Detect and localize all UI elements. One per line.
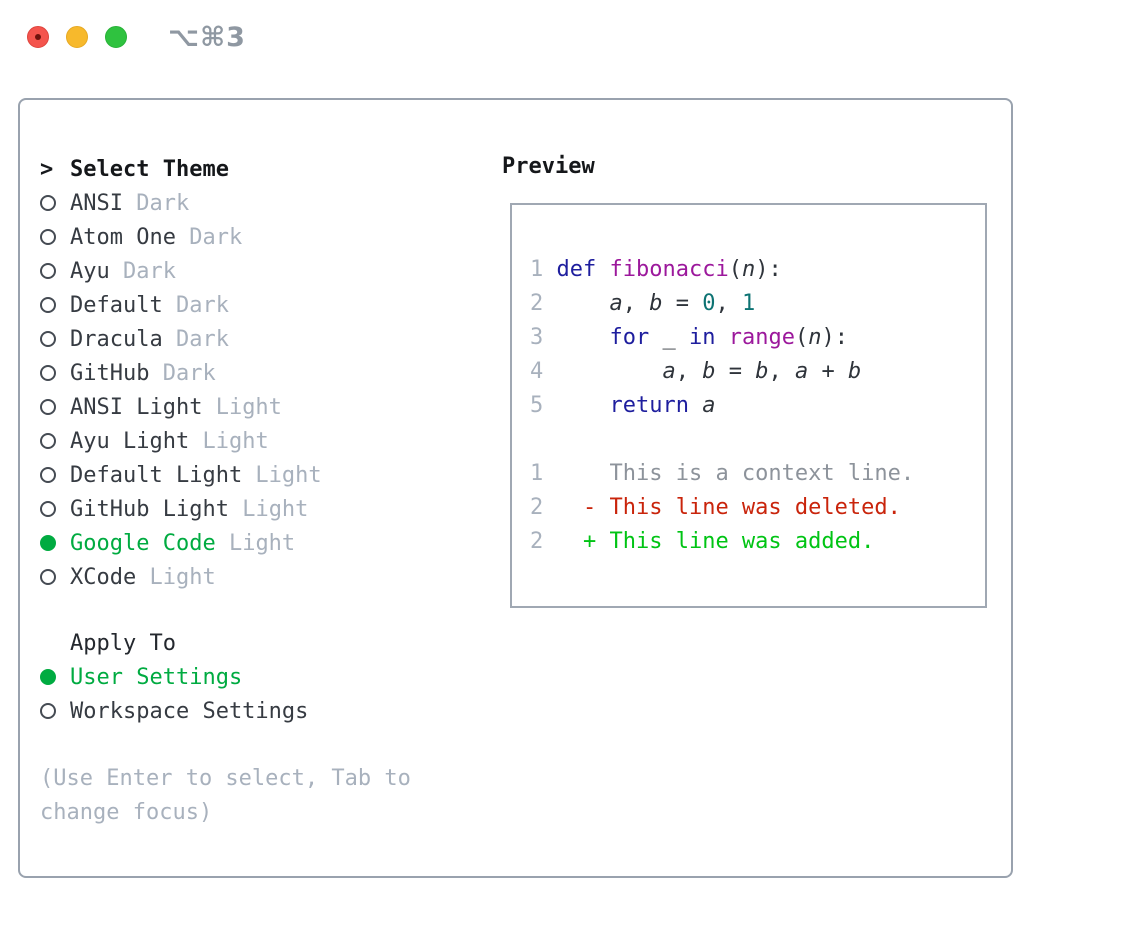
apply-to-title: Apply To: [70, 630, 176, 656]
option-variant-label: Dark: [109, 258, 176, 284]
radio-selected-icon: [40, 535, 56, 551]
preview-title: Preview: [502, 154, 595, 179]
theme-option[interactable]: Atom One Dark: [40, 220, 486, 254]
radio-icon: [40, 195, 56, 211]
theme-option[interactable]: ANSI Light Light: [40, 390, 486, 424]
preview-code-line: 5 return a: [530, 393, 716, 418]
preview-code-line: 1 def fibonacci(n):: [530, 257, 782, 282]
theme-option[interactable]: Default Dark: [40, 288, 486, 322]
preview-column: Preview 1 def fibonacci(n): 2 a, b = 0, 1…: [502, 152, 987, 608]
option-label: ANSI: [70, 190, 123, 216]
keyboard-hint-text: (Use Enter to select, Tab to change focu…: [40, 766, 411, 825]
radio-icon: [40, 467, 56, 483]
radio-icon: [40, 229, 56, 245]
option-label: GitHub: [70, 360, 150, 386]
apply-to-option[interactable]: Workspace Settings: [40, 694, 486, 728]
radio-icon: [40, 703, 56, 719]
radio-icon: [40, 433, 56, 449]
select-theme-title: Select Theme: [70, 156, 229, 182]
option-label: Ayu: [70, 258, 110, 284]
spacer: [40, 594, 486, 626]
apply-to-header-row: Apply To: [40, 626, 486, 660]
radio-icon: [40, 297, 56, 313]
option-variant-label: Light: [136, 564, 216, 590]
option-label: Default Light: [70, 462, 243, 488]
option-label: Default: [70, 292, 163, 318]
theme-option[interactable]: Ayu Light Light: [40, 424, 486, 458]
preview-code-line: 3 for _ in range(n):: [530, 325, 848, 350]
theme-option[interactable]: ANSI Dark: [40, 186, 486, 220]
option-label: XCode: [70, 564, 137, 590]
option-label: Workspace Settings: [70, 698, 309, 724]
close-button-icon[interactable]: [27, 26, 49, 48]
apply-to-option[interactable]: User Settings: [40, 660, 486, 694]
option-label: Atom One: [70, 224, 176, 250]
option-label: Google Code: [70, 530, 216, 556]
option-label: GitHub Light: [70, 496, 229, 522]
title-bar: ⌥⌘3: [0, 0, 1140, 72]
preview-code-line: 4 a, b = b, a + b: [530, 359, 862, 384]
option-variant-label: Light: [202, 394, 282, 420]
option-label: ANSI Light: [70, 394, 203, 420]
preview-code-line: 1 This is a context line.: [530, 461, 915, 486]
theme-option[interactable]: Dracula Dark: [40, 322, 486, 356]
option-variant-label: Dark: [162, 292, 229, 318]
theme-option[interactable]: XCode Light: [40, 560, 486, 594]
zoom-button-icon[interactable]: [105, 26, 127, 48]
radio-icon: [40, 569, 56, 585]
focus-prompt-icon: >: [40, 156, 54, 182]
preview-code-line: [530, 423, 985, 457]
radio-icon: [40, 263, 56, 279]
radio-icon: [40, 501, 56, 517]
theme-option[interactable]: GitHub Light Light: [40, 492, 486, 526]
option-variant-label: Light: [189, 428, 269, 454]
preview-code-line: 2 - This line was deleted.: [530, 495, 901, 520]
option-variant-label: Dark: [175, 224, 243, 250]
option-variant-label: Dark: [162, 326, 229, 352]
option-label: Ayu Light: [70, 428, 190, 454]
theme-option[interactable]: Default Light Light: [40, 458, 486, 492]
preview-code-line: 2 + This line was added.: [530, 529, 875, 554]
option-variant-label: Light: [228, 496, 309, 522]
option-label: Dracula: [70, 326, 163, 352]
theme-preview-box: 1 def fibonacci(n): 2 a, b = 0, 1 3 for _ …: [510, 203, 987, 608]
theme-option[interactable]: GitHub Dark: [40, 356, 486, 390]
window-title-shortcut: ⌥⌘3: [168, 22, 246, 53]
option-variant-label: Light: [242, 462, 322, 488]
radio-icon: [40, 399, 56, 415]
select-theme-header-row: > Select Theme: [40, 152, 486, 186]
radio-icon: [40, 365, 56, 381]
preview-code-line: 2 a, b = 0, 1: [530, 291, 756, 316]
radio-selected-icon: [40, 669, 56, 685]
theme-option[interactable]: Ayu Dark: [40, 254, 486, 288]
radio-icon: [40, 331, 56, 347]
option-label: User Settings: [70, 664, 243, 690]
spacer: [40, 728, 486, 762]
theme-option[interactable]: Google Code Light: [40, 526, 486, 560]
option-variant-label: Dark: [122, 190, 190, 216]
option-variant-label: Dark: [149, 360, 216, 386]
minimize-button-icon[interactable]: [66, 26, 88, 48]
option-variant-label: Light: [215, 530, 296, 556]
